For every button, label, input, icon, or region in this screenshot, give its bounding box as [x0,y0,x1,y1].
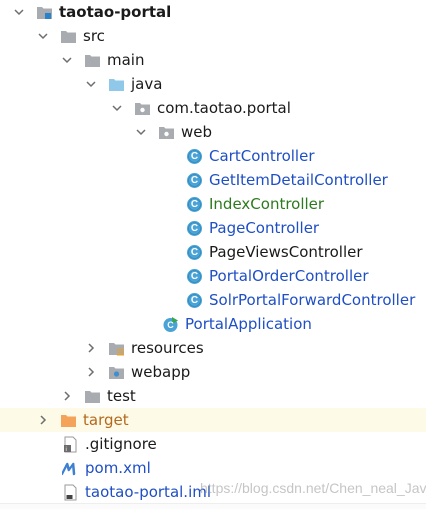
watermark: https://blog.csdn.net/Chen_neal_Java [200,480,426,496]
java-class-icon: C [186,268,203,285]
tree-row-class[interactable]: C GetItemDetailController [0,168,426,192]
tree-row-web[interactable]: web [0,120,426,144]
class-label: GetItemDetailController [209,171,388,189]
resources-folder-icon [109,342,124,355]
web-folder-icon [109,366,124,379]
tree-row-src[interactable]: src [0,24,426,48]
class-label: PageViewsController [209,243,363,261]
chevron-down-icon[interactable] [14,7,24,17]
tree-row-main[interactable]: main [0,48,426,72]
class-label: SolrPortalForwardController [209,291,416,309]
java-class-icon: C [186,244,203,261]
folder-label: resources [131,339,204,357]
folder-label: main [107,51,145,69]
application-label: PortalApplication [185,315,312,333]
tree-row-resources[interactable]: resources [0,336,426,360]
folder-icon [61,30,76,43]
folder-icon [85,390,100,403]
chevron-right-icon[interactable] [38,415,48,425]
source-folder-icon [109,78,124,91]
tree-row-iml[interactable]: taotao-portal.iml [0,480,426,504]
java-class-icon: C [186,148,203,165]
file-label: .gitignore [85,435,157,453]
project-name: taotao-portal [59,3,172,21]
maven-icon [62,462,76,475]
chevron-right-icon[interactable] [62,391,72,401]
java-class-icon: C [186,292,203,309]
tree-row-target[interactable]: target [0,408,426,432]
folder-label: target [83,411,129,429]
chevron-right-icon[interactable] [86,343,96,353]
chevron-down-icon[interactable] [62,55,72,65]
folder-icon [85,54,100,67]
java-class-icon: C [186,220,203,237]
chevron-down-icon[interactable] [136,127,146,137]
java-class-icon: C [186,196,203,213]
spring-boot-app-icon: C [162,316,179,333]
tree-row-webapp[interactable]: webapp [0,360,426,384]
tree-row-project[interactable]: taotao-portal [0,0,426,24]
ignore-file-icon: i [64,436,77,453]
tree-row-java[interactable]: java [0,72,426,96]
class-label: PageController [209,219,320,237]
java-class-icon: C [186,172,203,189]
bottom-edge [0,503,426,509]
folder-label: java [131,75,163,93]
tree-row-application[interactable]: C PortalApplication [0,312,426,336]
file-label: pom.xml [85,459,151,477]
chevron-right-icon[interactable] [86,367,96,377]
module-file-icon [64,484,77,500]
tree-row-class[interactable]: C SolrPortalForwardController [0,288,426,312]
tree-row-gitignore[interactable]: i .gitignore [0,432,426,456]
package-icon [135,102,150,115]
tree-row-class[interactable]: C PortalOrderController [0,264,426,288]
folder-label: webapp [131,363,191,381]
svg-text:i: i [66,447,67,453]
class-label: PortalOrderController [209,267,369,285]
folder-label: src [83,27,105,45]
package-label: com.taotao.portal [157,99,291,117]
tree-row-test[interactable]: test [0,384,426,408]
tree-row-class[interactable]: C CartController [0,144,426,168]
tree-row-package[interactable]: com.taotao.portal [0,96,426,120]
package-label: web [181,123,213,141]
tree-row-class[interactable]: C PageController [0,216,426,240]
excluded-folder-icon [61,414,76,427]
chevron-down-icon[interactable] [112,103,122,113]
class-label: IndexController [209,195,325,213]
module-folder-icon [37,6,52,19]
tree-row-class[interactable]: C PageViewsController [0,240,426,264]
class-label: CartController [209,147,315,165]
folder-label: test [107,387,136,405]
tree-row-class[interactable]: C IndexController [0,192,426,216]
file-label: taotao-portal.iml [85,483,212,501]
package-icon [159,126,174,139]
chevron-down-icon[interactable] [86,79,96,89]
tree-row-pom[interactable]: pom.xml [0,456,426,480]
chevron-down-icon[interactable] [38,31,48,41]
